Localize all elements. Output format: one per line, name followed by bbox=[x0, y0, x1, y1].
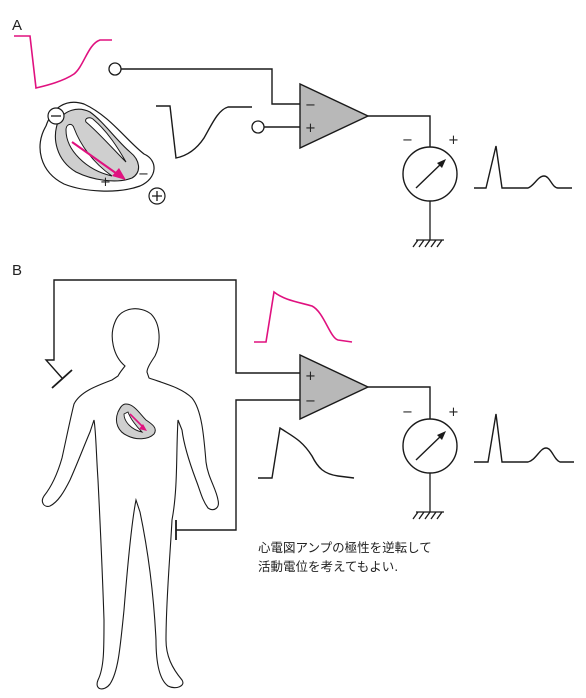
wire-a1 bbox=[121, 68, 300, 105]
heart-a-minus: − bbox=[138, 167, 149, 182]
ecg-trace-a bbox=[474, 145, 572, 189]
note-line-2: 活動電位を考えてもよい. bbox=[258, 559, 398, 574]
amp-b-plus: + bbox=[305, 369, 316, 384]
amplifier-a bbox=[299, 82, 370, 150]
action-potential-trace-a bbox=[14, 35, 112, 89]
amp-a-plus: + bbox=[305, 121, 316, 136]
wire-b-out bbox=[368, 386, 431, 420]
depolarization-arrow-b bbox=[129, 413, 145, 429]
heart-cavity-2 bbox=[85, 117, 127, 163]
panel-b: B + − − + bbox=[12, 262, 574, 690]
meter-a-needle bbox=[415, 161, 444, 189]
meter-b-minus: − bbox=[402, 405, 413, 420]
note-line-1: 心電図アンプの極性を逆転して bbox=[258, 540, 432, 555]
recorded-trace-a bbox=[156, 105, 252, 159]
human-body-outline bbox=[41, 308, 219, 690]
amp-a-minus: − bbox=[305, 98, 316, 113]
meter-a-minus: − bbox=[402, 133, 413, 148]
heart-tissue-a: + − bbox=[39, 101, 155, 192]
ground-a bbox=[412, 201, 444, 248]
ecg-trace-b bbox=[474, 413, 574, 463]
meter-b-plus: + bbox=[448, 405, 459, 420]
depolarization-arrow-a bbox=[71, 141, 121, 177]
panel-b-label: B bbox=[12, 262, 22, 279]
plus-icon bbox=[152, 191, 162, 201]
meter-b-needle bbox=[415, 433, 444, 461]
panel-a: A − + − + bbox=[12, 17, 572, 248]
heart-wall bbox=[54, 108, 140, 182]
amplifier-b bbox=[299, 353, 370, 421]
wire-b-lower bbox=[176, 399, 300, 531]
heart-tissue-b bbox=[115, 403, 156, 440]
electrode-a2 bbox=[251, 120, 265, 134]
action-potential-trace-b bbox=[254, 290, 353, 343]
meter-a-plus: + bbox=[448, 133, 459, 148]
depolarization-arrowhead-b bbox=[139, 424, 147, 431]
electrode-b-upper bbox=[51, 369, 73, 389]
wire-a-out bbox=[368, 115, 431, 148]
amp-b-minus: − bbox=[305, 394, 316, 409]
recorded-trace-b bbox=[258, 426, 355, 479]
meter-b-arrowhead bbox=[437, 431, 446, 440]
heart-a-plus: + bbox=[100, 175, 111, 190]
panel-a-label: A bbox=[12, 17, 22, 34]
heart-b-cavity bbox=[123, 411, 144, 433]
depolarization-arrowhead-a bbox=[112, 168, 126, 180]
ground-b bbox=[412, 473, 444, 520]
wire-b-upper bbox=[44, 279, 300, 379]
meter-a-arrowhead bbox=[437, 159, 446, 168]
electrode-a1 bbox=[108, 62, 122, 76]
